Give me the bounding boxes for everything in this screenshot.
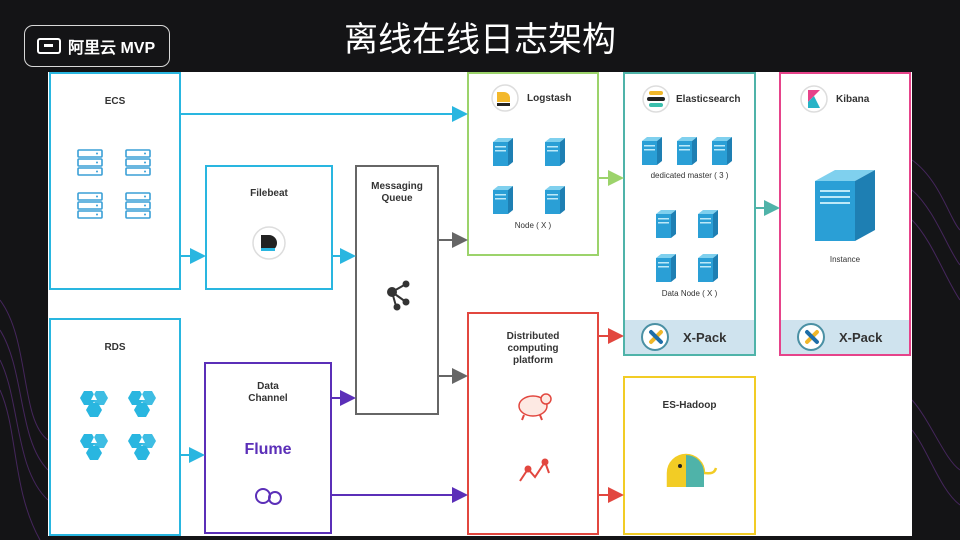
filebeat-box bbox=[205, 165, 333, 290]
rds-label: RDS bbox=[104, 342, 126, 353]
rds-box bbox=[49, 318, 181, 536]
xpack-icon bbox=[641, 323, 669, 351]
filebeat-label: Filebeat bbox=[250, 188, 288, 199]
es-hadoop-label: ES-Hadoop bbox=[662, 400, 717, 411]
logo-text: 阿里云 MVP bbox=[68, 40, 156, 57]
es-xpack-bar: X-Pack bbox=[625, 320, 754, 354]
elasticsearch-box bbox=[623, 72, 756, 356]
logstash-node-label: Node ( X ) bbox=[514, 221, 552, 230]
distributed-computing-label: Distributed computing platform bbox=[506, 331, 560, 366]
data-node-label: Data Node ( X ) bbox=[661, 289, 718, 298]
distributed-computing-box bbox=[467, 312, 599, 535]
xpack-icon bbox=[797, 323, 825, 351]
aliyun-mvp-logo: 阿里云 MVP bbox=[24, 25, 170, 67]
kibana-xpack-bar: X-Pack bbox=[781, 320, 909, 354]
dedicated-master-label: dedicated master ( 3 ) bbox=[650, 171, 729, 180]
data-channel-box bbox=[204, 362, 332, 534]
es-xpack-label: X-Pack bbox=[683, 329, 727, 345]
elasticsearch-label: Elasticsearch bbox=[676, 94, 741, 105]
ecs-label: ECS bbox=[104, 96, 126, 107]
messaging-queue-label: Messaging Queue bbox=[371, 181, 423, 204]
kibana-xpack-label: X-Pack bbox=[839, 329, 883, 345]
kibana-label: Kibana bbox=[836, 94, 870, 105]
logstash-label: Logstash bbox=[527, 93, 572, 104]
es-hadoop-box bbox=[623, 376, 756, 535]
kibana-box bbox=[779, 72, 911, 356]
ecs-box bbox=[49, 72, 181, 290]
data-channel-label: Data Channel bbox=[248, 381, 288, 404]
aliyun-logo-icon bbox=[37, 38, 61, 54]
page-title: 离线在线日志架构 bbox=[344, 20, 616, 60]
instance-label: Instance bbox=[829, 255, 861, 264]
flume-label: Flume bbox=[244, 441, 292, 458]
logstash-box bbox=[467, 72, 599, 256]
